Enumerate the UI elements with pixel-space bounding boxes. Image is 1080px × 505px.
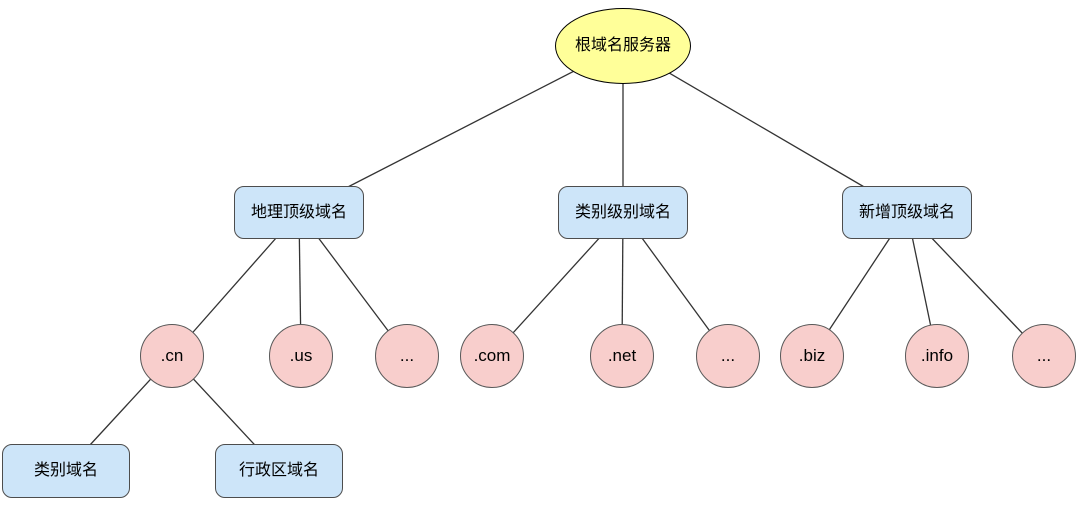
node-category-domain-label: 类别域名 <box>33 462 98 480</box>
node-category-tld: 类别级别域名 <box>558 186 688 239</box>
node-tld-ellipsis-new-label: ... <box>1036 345 1052 365</box>
node-tld-com-label: .com <box>473 345 511 365</box>
node-tld-us: .us <box>269 324 333 388</box>
node-tld-ellipsis-geo: ... <box>375 324 439 388</box>
node-tld-info: .info <box>905 324 969 388</box>
node-category-tld-label: 类别级别域名 <box>574 203 671 221</box>
node-tld-net: .net <box>590 324 654 388</box>
node-tld-cn-label: .cn <box>160 345 184 365</box>
node-geo-tld: 地理顶级域名 <box>234 186 364 239</box>
node-tld-com: .com <box>460 324 524 388</box>
node-tld-ellipsis-new: ... <box>1012 324 1076 388</box>
node-admin-region-domain-label: 行政区域名 <box>238 462 319 480</box>
node-new-tld: 新增顶级域名 <box>842 186 972 239</box>
node-tld-us-label: .us <box>289 345 313 365</box>
node-tld-ellipsis-geo-label: ... <box>399 345 415 365</box>
node-root-label: 根域名服务器 <box>574 37 671 55</box>
node-category-domain: 类别域名 <box>2 444 130 498</box>
node-admin-region-domain: 行政区域名 <box>215 444 343 498</box>
node-tld-biz-label: .biz <box>798 345 826 365</box>
node-tld-net-label: .net <box>607 345 637 365</box>
node-tld-cn: .cn <box>140 324 204 388</box>
node-tld-ellipsis-category: ... <box>696 324 760 388</box>
node-geo-tld-label: 地理顶级域名 <box>250 203 347 221</box>
node-tld-ellipsis-category-label: ... <box>720 345 736 365</box>
node-tld-info-label: .info <box>920 345 954 365</box>
node-root-dns-server: 根域名服务器 <box>555 8 691 84</box>
node-tld-biz: .biz <box>780 324 844 388</box>
node-new-tld-label: 新增顶级域名 <box>858 203 955 221</box>
